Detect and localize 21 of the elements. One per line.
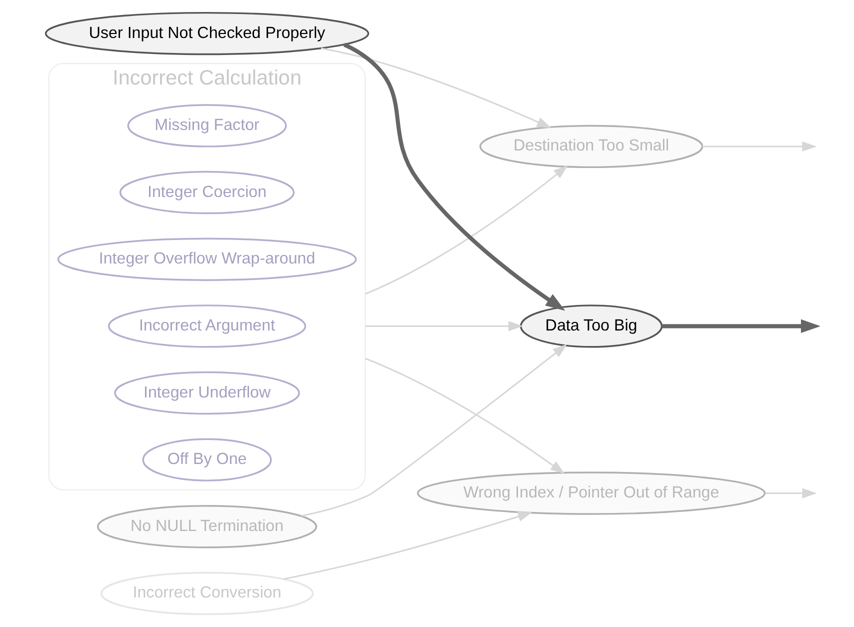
arrow bbox=[702, 141, 816, 152]
node-ellipse: Wrong Index / Pointer Out of Range bbox=[416, 472, 766, 515]
arrow bbox=[764, 488, 816, 498]
arrow bbox=[364, 321, 522, 332]
arrow bbox=[300, 344, 567, 517]
node-ellipse: Incorrect Argument bbox=[107, 304, 306, 348]
node-ellipse: Data Too Big bbox=[519, 304, 662, 348]
node-ellipse: Off By One bbox=[142, 438, 272, 482]
node-ellipse: Destination Too Small bbox=[478, 124, 703, 168]
arrow bbox=[364, 358, 564, 474]
arrow bbox=[661, 319, 820, 334]
node-ellipse: Integer Overflow Wrap-around bbox=[56, 238, 356, 281]
node-ellipse: Integer Coercion bbox=[118, 170, 294, 214]
node-ellipse: No NULL Termination bbox=[96, 505, 317, 548]
arrow bbox=[364, 165, 568, 295]
node-ellipse: Missing Factor bbox=[126, 104, 286, 148]
arrow bbox=[283, 512, 532, 580]
node-ellipse: User Input Not Checked Properly bbox=[44, 12, 369, 56]
arrow bbox=[342, 42, 565, 311]
arrow bbox=[320, 48, 551, 128]
node-ellipse: Integer Underflow bbox=[114, 371, 300, 415]
